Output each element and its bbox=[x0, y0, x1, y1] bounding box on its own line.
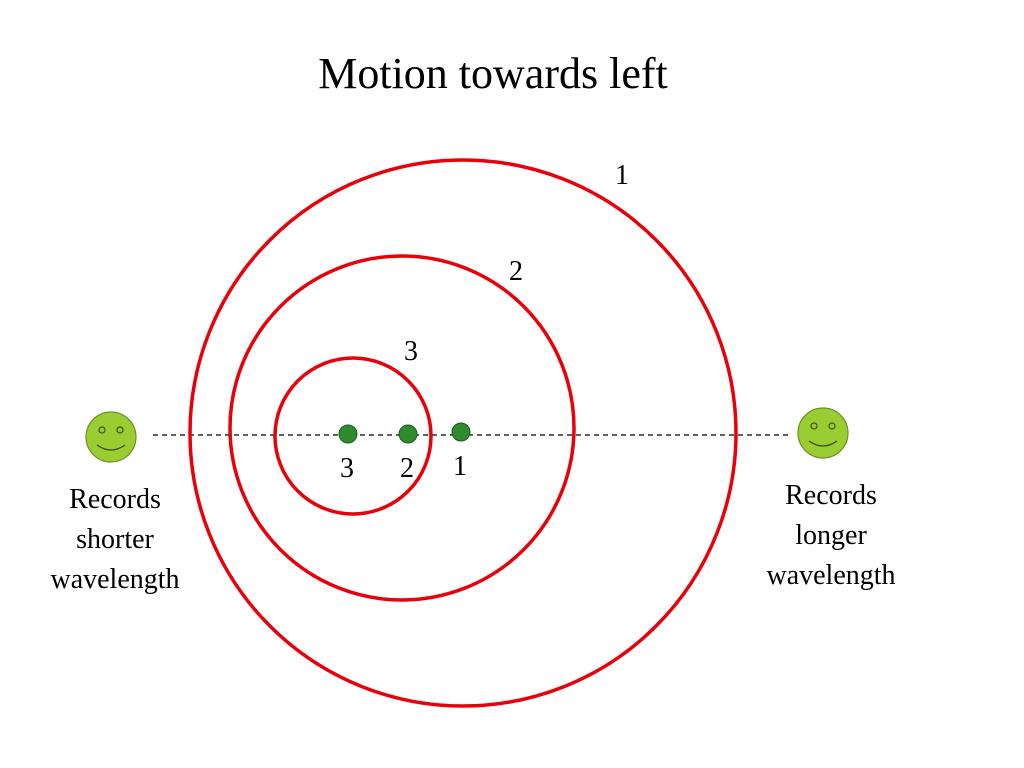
caption-line: longer bbox=[795, 520, 867, 551]
wavefront-label-3: 3 bbox=[404, 336, 418, 367]
source-label-3: 3 bbox=[340, 453, 354, 484]
source-label-1: 1 bbox=[453, 451, 467, 482]
source-position-1 bbox=[451, 422, 471, 442]
caption-line: Records bbox=[785, 480, 877, 511]
wavefront-circle-1 bbox=[188, 158, 738, 708]
caption-line: wavelength bbox=[50, 564, 180, 595]
observer-right-smiley-icon bbox=[797, 407, 849, 459]
source-position-3 bbox=[338, 424, 358, 444]
observer-right-caption: Records longer wavelength bbox=[746, 476, 916, 596]
caption-line: wavelength bbox=[766, 560, 896, 591]
slide-title: Motion towards left bbox=[318, 49, 668, 98]
wavefront-label-2: 2 bbox=[509, 256, 523, 287]
caption-line: Records bbox=[69, 484, 161, 515]
wavefront-circle-3 bbox=[273, 356, 433, 516]
observer-left-smiley-icon bbox=[85, 411, 137, 463]
source-label-2: 2 bbox=[400, 453, 414, 484]
wavefront-label-1: 1 bbox=[615, 160, 629, 191]
wavefront-circle-2 bbox=[228, 254, 576, 602]
caption-line: shorter bbox=[76, 524, 154, 555]
observer-left-caption: Records shorter wavelength bbox=[30, 480, 200, 600]
source-position-2 bbox=[398, 424, 418, 444]
